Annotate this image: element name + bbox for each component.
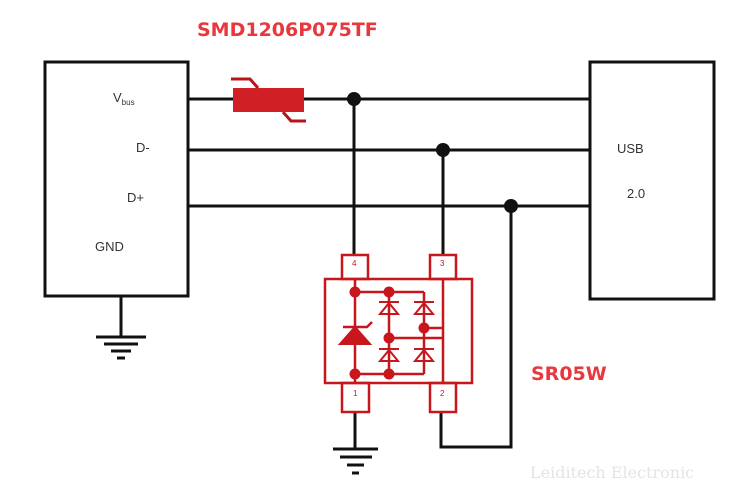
diode-icon-3	[377, 348, 401, 362]
fuse-lead-bottom	[281, 111, 306, 123]
watermark-text: Leiditech Electronic	[530, 463, 694, 482]
tvs-diodes	[337, 286, 436, 380]
tvs-pin-2-label: 2	[440, 389, 445, 398]
pin-label-vbus: Vbus	[113, 90, 135, 107]
wires	[188, 97, 590, 449]
pin-label-dplus: D+	[127, 190, 144, 205]
pin-label-vbus-sub: bus	[122, 98, 135, 107]
usb-version-label: 2.0	[627, 186, 645, 201]
tvs-junction	[349, 286, 361, 298]
tvs-junction	[383, 332, 395, 344]
junction-dminus	[436, 143, 450, 157]
pin-label-vbus-main: V	[113, 90, 122, 105]
fuse-lead-top	[231, 77, 260, 89]
ptc-fuse	[231, 77, 306, 123]
usb-label: USB	[617, 141, 644, 156]
junction-vbus	[347, 92, 361, 106]
pin-label-gnd: GND	[95, 239, 124, 254]
tvs-array	[323, 253, 474, 414]
diode-icon-1	[377, 301, 401, 315]
zener-diode-icon	[337, 325, 373, 345]
diode-icon-4	[412, 348, 436, 362]
tvs-junction	[383, 286, 395, 298]
ground-symbol-tvs	[333, 447, 378, 475]
pin-label-dminus: D-	[136, 140, 150, 155]
tvs-junction	[418, 322, 430, 334]
tvs-body	[323, 277, 474, 385]
right-connector	[588, 60, 716, 301]
fuse-body	[233, 88, 304, 112]
ground-symbol-left	[96, 296, 146, 360]
tvs-pin-4-label: 4	[352, 259, 357, 268]
diode-icon-2	[412, 301, 436, 315]
tvs-pin-3-label: 3	[440, 259, 445, 268]
wire-dplus-to-pin2	[439, 206, 513, 449]
left-connector	[43, 60, 190, 298]
junction-dplus	[504, 199, 518, 213]
tvs-junction	[349, 368, 361, 380]
tvs-part-number: SR05W	[531, 363, 607, 385]
tvs-pin-1-label: 1	[353, 389, 358, 398]
junctions	[347, 92, 518, 213]
tvs-junction	[383, 368, 395, 380]
fuse-part-number: SMD1206P075TF	[197, 19, 378, 41]
